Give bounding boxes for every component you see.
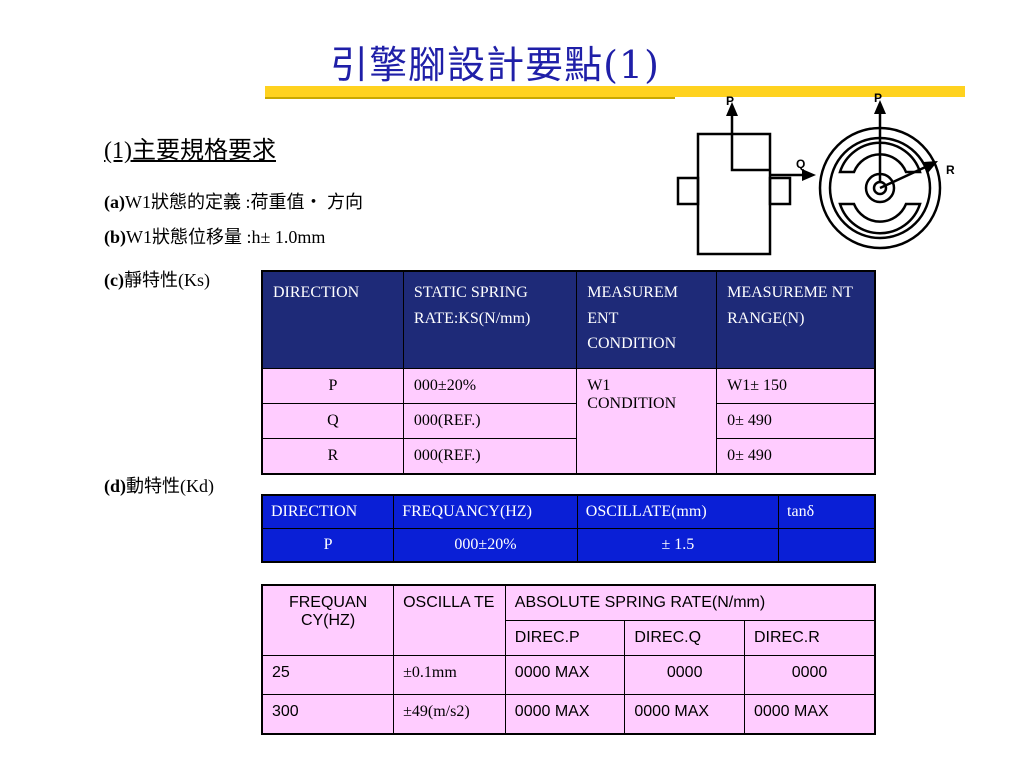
cell-rate: 000(REF.) bbox=[402, 403, 578, 439]
header-measurement-condition: MEASUREM ENT CONDITION bbox=[576, 270, 718, 369]
header-oscillate: OSCILLA TE bbox=[393, 584, 506, 656]
header-absolute-spring-rate: ABSOLUTE SPRING RATE(N/mm) bbox=[504, 584, 876, 621]
spec-b-letter: (b) bbox=[104, 227, 126, 247]
table-row: P 000±20% ± 1.5 bbox=[261, 528, 876, 563]
slide-title: 引擎腳設計要點(1) bbox=[330, 43, 660, 87]
cell-direction: R bbox=[261, 438, 404, 475]
cell-oscillate: ± 1.5 bbox=[576, 528, 780, 563]
front-view-lower-arc bbox=[838, 202, 922, 235]
cell-direction: P bbox=[261, 528, 395, 563]
cell-frequency: 25 bbox=[261, 655, 395, 695]
header-measurement: MEASUREM ENT bbox=[587, 284, 678, 327]
section-heading: (1)主要規格要求 bbox=[104, 138, 276, 164]
side-view-left-stub bbox=[676, 176, 700, 206]
cell-direc-p: 0000 MAX bbox=[504, 694, 626, 735]
cell-direc-q: 0000 bbox=[624, 655, 745, 695]
spec-d-text: 動特性(Kd) bbox=[126, 476, 214, 496]
header-measurement-2: MEASUREME NT bbox=[727, 284, 853, 301]
spec-d-letter: (d) bbox=[104, 476, 126, 496]
cell-range: 0± 490 bbox=[716, 403, 876, 439]
header-direc-q: DIREC.Q bbox=[624, 620, 745, 656]
header-direc-p: DIREC.P bbox=[504, 620, 626, 656]
table-header-row: DIRECTION STATIC SPRING RATE:KS(N/mm) ME… bbox=[261, 270, 876, 369]
side-view-right-stub bbox=[768, 176, 792, 206]
spec-b: (b)W1狀態位移量 :h± 1.0mm bbox=[104, 223, 325, 249]
table-row: 300 ±49(m/s2) 0000 MAX 0000 MAX 0000 MAX bbox=[261, 694, 876, 735]
spec-c: (c)靜特性(Ks) bbox=[104, 266, 210, 292]
table-header-row: DIRECTION FREQUANCY(HZ) OSCILLATE(mm) ta… bbox=[261, 494, 876, 529]
p-arrowhead-front bbox=[874, 100, 886, 114]
side-view-body bbox=[696, 132, 772, 256]
table-row: 25 ±0.1mm 0000 MAX 0000 0000 bbox=[261, 655, 876, 695]
header-frequency: FREQUAN CY(HZ) bbox=[261, 584, 395, 656]
cell-range: W1± 150 bbox=[716, 368, 876, 404]
cell-direc-r: 0000 bbox=[743, 655, 876, 695]
spec-b-text: W1狀態位移量 :h± 1.0mm bbox=[126, 227, 326, 247]
spec-a-text: W1狀態的定義 :荷重值‧ 方向 bbox=[125, 192, 363, 212]
cell-direction: P bbox=[261, 368, 404, 404]
p-arrowhead-side bbox=[726, 102, 738, 116]
label-q: Q bbox=[796, 157, 805, 171]
header-direc-r: DIREC.R bbox=[743, 620, 876, 656]
table-row: Q 000(REF.) 0± 490 bbox=[261, 403, 876, 439]
absolute-spring-rate-table: FREQUAN CY(HZ) OSCILLA TE ABSOLUTE SPRIN… bbox=[261, 584, 876, 735]
cell-direc-r: 0000 MAX bbox=[743, 694, 876, 735]
spec-c-text: 靜特性(Ks) bbox=[123, 270, 210, 290]
dynamic-characteristics-table: DIRECTION FREQUANCY(HZ) OSCILLATE(mm) ta… bbox=[261, 494, 876, 563]
header-frequency: FREQUANCY(HZ) bbox=[393, 494, 578, 529]
header-tan-delta: tanδ bbox=[778, 494, 876, 529]
cell-direc-q: 0000 MAX bbox=[624, 694, 745, 735]
table-row: P 000±20% W1 CONDITION W1± 150 bbox=[261, 368, 876, 475]
spec-a: (a)W1狀態的定義 :荷重值‧ 方向 bbox=[104, 188, 363, 214]
cell-direc-p: 0000 MAX bbox=[504, 655, 626, 695]
header-direction: DIRECTION bbox=[261, 270, 404, 369]
table-row: R 000(REF.) 0± 490 bbox=[261, 438, 876, 475]
cell-range: 0± 490 bbox=[716, 438, 876, 475]
side-view-p-arm bbox=[730, 108, 770, 172]
label-p-front: P bbox=[874, 91, 882, 105]
cell-oscillate: ±0.1mm bbox=[393, 655, 506, 695]
cell-direction: Q bbox=[261, 403, 404, 439]
cell-frequency: 300 bbox=[261, 694, 395, 735]
cell-oscillate: ±49(m/s2) bbox=[393, 694, 506, 735]
header-oscillate: OSCILLATE(mm) bbox=[576, 494, 780, 529]
static-spring-table: DIRECTION STATIC SPRING RATE:KS(N/mm) ME… bbox=[261, 270, 876, 475]
r-arrowhead bbox=[923, 161, 938, 173]
spec-c-letter: (c) bbox=[104, 270, 124, 290]
cell-condition: W1 CONDITION bbox=[576, 368, 718, 475]
label-p-side: P bbox=[726, 94, 734, 108]
header-condition: CONDITION bbox=[587, 335, 677, 353]
front-view-upper-arc bbox=[838, 141, 922, 174]
label-r: R bbox=[946, 163, 955, 177]
r-arrow bbox=[879, 162, 933, 190]
spec-d: (d)動特性(Kd) bbox=[104, 472, 214, 498]
cell-rate: 000(REF.) bbox=[402, 438, 578, 475]
header-range: RANGE(N) bbox=[727, 309, 805, 327]
spec-a-letter: (a) bbox=[104, 192, 125, 212]
title-accent-line bbox=[265, 97, 675, 99]
table-header-row: FREQUAN CY(HZ) OSCILLA TE ABSOLUTE SPRIN… bbox=[261, 584, 876, 656]
title-accent-bar bbox=[265, 86, 965, 97]
header-static-rate: STATIC SPRING RATE:KS(N/mm) bbox=[402, 270, 578, 369]
cell-rate: 000±20% bbox=[402, 368, 578, 404]
header-measurement-range: MEASUREME NT RANGE(N) bbox=[716, 270, 876, 369]
q-arrowhead bbox=[802, 169, 816, 181]
cell-frequency: 000±20% bbox=[393, 528, 578, 563]
cell-tan-delta bbox=[778, 528, 876, 563]
header-direction: DIRECTION bbox=[261, 494, 395, 529]
engine-mount-diagram: P Q P R bbox=[676, 91, 955, 256]
table-header-row: DIREC.P DIREC.Q DIREC.R bbox=[262, 620, 876, 656]
